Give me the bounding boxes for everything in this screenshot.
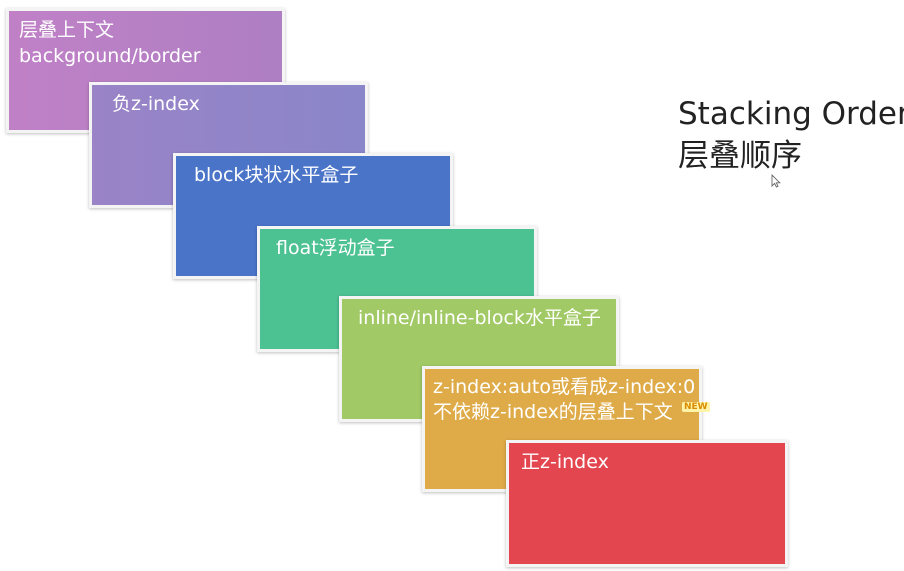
title-chinese: 层叠顺序 <box>678 138 802 174</box>
layer-label: 负z-index <box>112 93 200 115</box>
new-badge: NEW <box>682 402 710 412</box>
layer-label: block块状水平盒子 <box>194 164 359 186</box>
mouse-pointer-icon <box>771 174 781 188</box>
title-english: Stacking Order <box>678 96 904 132</box>
layer-label: 不依赖z-index的层叠上下文 <box>433 401 673 423</box>
page-title: Stacking Order 层叠顺序 <box>678 93 904 177</box>
layer-negative-z-index: 负z-index <box>89 82 368 208</box>
layer-label: inline/inline-block水平盒子 <box>358 307 601 329</box>
layer-label: 正z-index <box>521 451 609 473</box>
layer-positive-z-index: 正z-index <box>506 440 788 567</box>
layer-label: 层叠上下文 <box>19 19 115 41</box>
layer-label: background/border <box>19 45 201 67</box>
layer-label: z-index:auto或看成z-index:0 <box>433 376 696 398</box>
layer-label: float浮动盒子 <box>276 237 395 259</box>
